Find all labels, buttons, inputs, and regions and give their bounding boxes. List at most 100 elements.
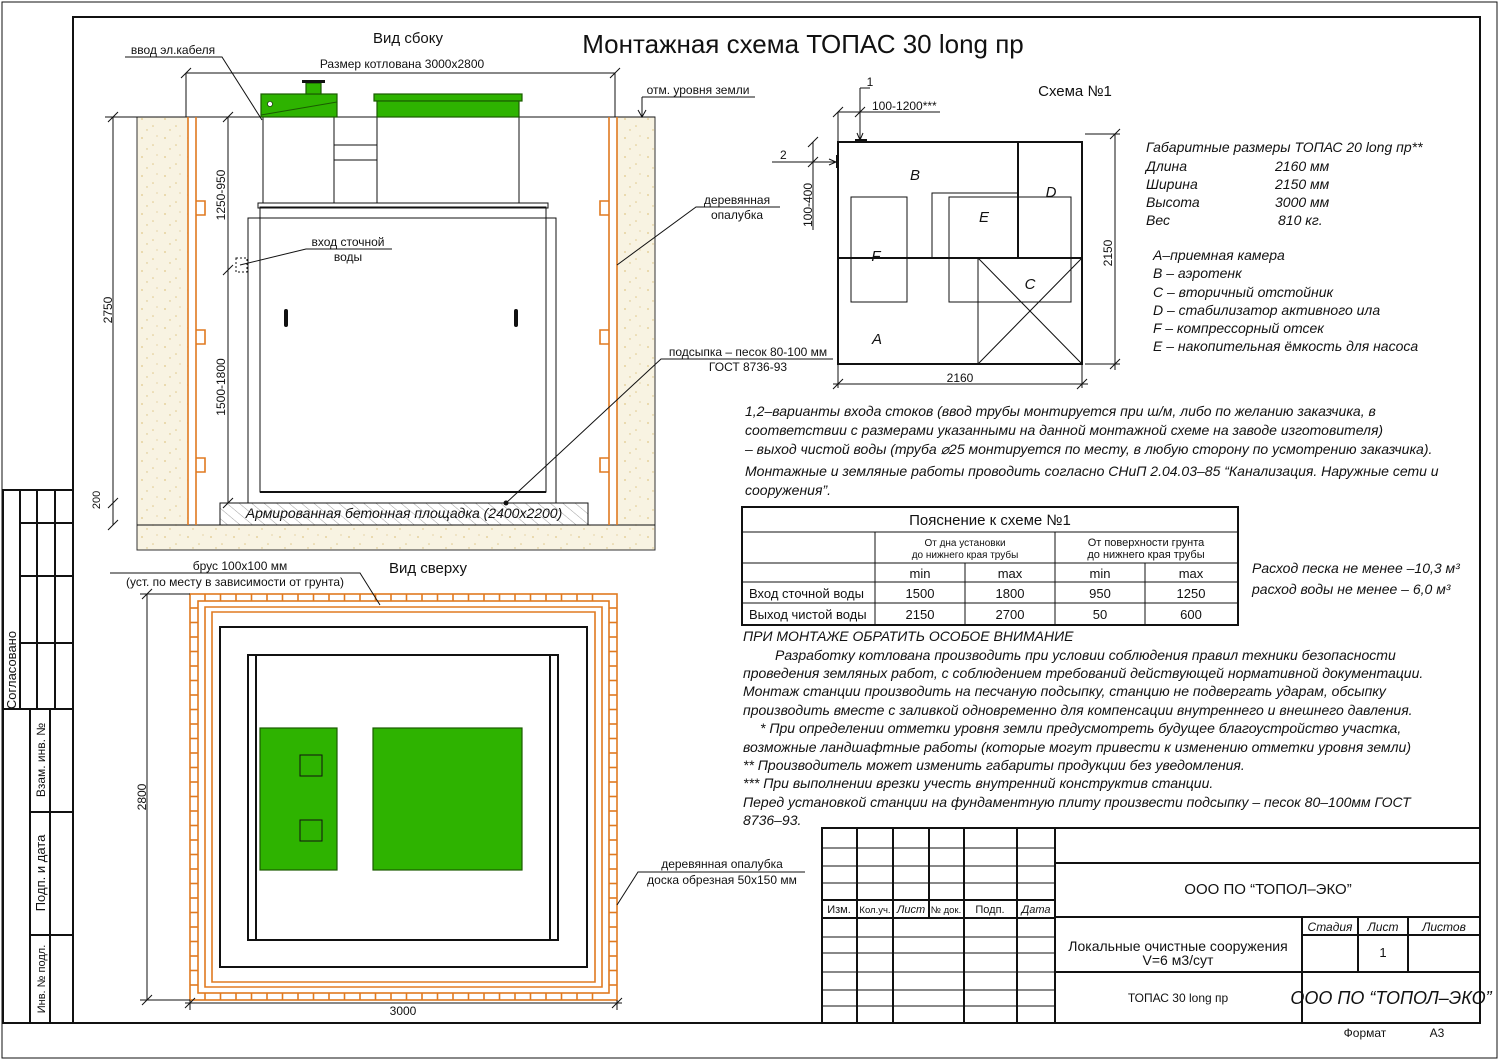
format-label: Формат [1344, 1026, 1387, 1040]
title-block: Изм. Кол.уч. Лист № док. Подп. Дата ООО … [821, 827, 1493, 1040]
table-cell: 1250 [1177, 586, 1206, 601]
legend-item: F – компрессорный отсек [1153, 320, 1325, 336]
replace-inv-label: Взам. инв. № [34, 723, 48, 797]
table-subheader: min [1090, 566, 1111, 581]
spec-label: Вес [1146, 212, 1170, 228]
tank-top-outline [247, 654, 559, 941]
note-line: 1,2–варианты входа стоков (ввод трубы мо… [745, 403, 1376, 419]
table-group-header: От дна установки [924, 538, 1005, 549]
inlet-pipe [235, 257, 248, 273]
spec-label: Ширина [1146, 176, 1198, 192]
zone-f-label: F [871, 248, 881, 265]
legend-item: C – вторичный отстойник [1153, 284, 1334, 300]
sand-label-1: подсыпка – песок 80-100 мм [669, 345, 827, 359]
product-name: ТОПАС 30 long пр [1128, 991, 1229, 1005]
inlet-marker-1: 1 [867, 75, 874, 89]
scheme-title: Схема №1 [1038, 83, 1112, 100]
formwork-label-1: деревянная [704, 193, 770, 207]
table-row-label: Вход сточной воды [749, 586, 864, 601]
table-subheader: max [1179, 566, 1204, 581]
note-line: 8736–93. [743, 812, 801, 828]
col-header: № док. [931, 905, 961, 916]
col-header: Кол.уч. [859, 905, 890, 916]
zone-d-label: D [1046, 184, 1057, 201]
drawing-title: Монтажная схема ТОПАС 30 long пр [582, 29, 1024, 59]
sheet-number: 1 [1379, 945, 1386, 960]
sheets-header: Листов [1421, 920, 1466, 934]
top-formwork-label-2: доска обрезная 50x150 мм [647, 873, 797, 887]
dim-total-height: 2750 [101, 296, 115, 323]
col-header: Подп. [975, 904, 1004, 916]
inlet-label-1: вход сточной [311, 235, 384, 249]
table-group-header: От поверхности грунта [1088, 537, 1205, 549]
note-line: ** Производитель может изменить габариты… [743, 757, 1245, 773]
note-line: *** При выполнении врезки учесть внутрен… [743, 775, 1213, 791]
tank-shell [247, 217, 557, 504]
col-header: Лист [896, 904, 925, 916]
stage-header: Стадия [1308, 920, 1354, 934]
dim-upper-range: 1250-950 [214, 169, 228, 220]
green-lid-left-top [259, 727, 338, 871]
zone-c-label: C [1025, 276, 1036, 293]
dim-side-offset: 100-400 [801, 183, 815, 227]
cable-entry-label: ввод эл.кабеля [131, 43, 215, 57]
green-lid-right-rim [373, 93, 523, 102]
ground-level-label: отм. уровня земли [647, 83, 750, 97]
side-stamp: Согласовано Взам. инв. № Подп. и дата Ин… [2, 489, 74, 1024]
legend-item: D – стабилизатор активного ила [1153, 302, 1380, 318]
zone-e [948, 196, 1072, 303]
sand-consumption: Расход песка не менее –10,3 м³ [1252, 560, 1460, 576]
beam-label-2: (уст. по месту в зависимости от грунта) [126, 575, 344, 589]
formwork-label-2: опалубка [711, 208, 763, 222]
inv-label: Инв. № подл. [36, 945, 48, 1014]
col-header: Изм. [827, 904, 851, 916]
note-line: производить вместе с заливкой одновремен… [743, 702, 1413, 718]
zone-e-label: E [979, 209, 990, 226]
notes-top: 1,2–варианты входа стоков (ввод трубы мо… [744, 403, 1439, 498]
top-view-label: Вид сверху [389, 560, 468, 577]
object-capacity: V=6 м3/сут [1143, 952, 1214, 968]
side-view-label: Вид сбоку [373, 30, 443, 47]
dim-scheme-height: 2150 [1101, 239, 1115, 266]
specs: Габаритные размеры ТОПАС 20 long пр** Дл… [1144, 139, 1423, 354]
vent-pipe [305, 82, 322, 95]
green-lid-right-top [372, 727, 523, 871]
note-line: * При определении отметки уровня земли п… [760, 720, 1401, 736]
table-group-header: до нижнего края трубы [912, 549, 1019, 561]
dim-pad-height: 200 [91, 491, 103, 509]
note-line: – выход чистой воды (труба ⌀25 монтирует… [744, 441, 1432, 457]
concrete-pad-label: Армированная бетонная площадка (2400x220… [245, 505, 563, 521]
note-line: Разработку котлована производить при усл… [775, 647, 1396, 663]
scheme-1: Схема №1 B D E F C A 1 100-1200*** 2 100… [772, 75, 1121, 390]
sign-date-label: Подп. и дата [33, 834, 48, 911]
dim-top-height: 2800 [135, 783, 149, 810]
spec-value: 3000 мм [1275, 194, 1330, 210]
table-cell: 950 [1089, 586, 1111, 601]
zone-b-label: B [910, 167, 920, 184]
brick-ticks [190, 594, 617, 1000]
spec-label: Высота [1146, 194, 1200, 210]
concrete-pad-top [219, 626, 588, 968]
table-title: Пояснение к схеме №1 [909, 512, 1071, 529]
inlet-marker-2: 2 [780, 148, 787, 162]
note-line: Перед установкой станции на фундаментную… [743, 794, 1412, 810]
dim-lower-range: 1500-1800 [214, 358, 228, 416]
note-line: соответствии с размерами указанными на д… [745, 422, 1383, 438]
sheet-header: Лист [1367, 920, 1399, 934]
inlet-label-2: воды [334, 250, 362, 264]
spec-label: Длина [1144, 158, 1187, 174]
table-group-header: до нижнего края трубы [1087, 549, 1204, 561]
legend-item: B – аэротенк [1153, 265, 1243, 281]
top-view: Вид сверху брус 100x100 мм (уст. по мест… [110, 559, 805, 1018]
note-line: Монтажные и земляные работы проводить со… [745, 463, 1439, 479]
table-cell: 1800 [996, 586, 1025, 601]
installation-notes: ПРИ МОНТАЖЕ ОБРАТИТЬ ОСОБОЕ ВНИМАНИЕ Раз… [743, 628, 1423, 828]
water-consumption: расход воды не менее – 6,0 м³ [1251, 581, 1451, 597]
spec-value: 2150 мм [1274, 176, 1330, 192]
table-subheader: max [998, 566, 1023, 581]
specs-heading: Габаритные размеры ТОПАС 20 long пр** [1146, 139, 1423, 155]
side-view: Вид сбоку Армированная бетонная площадка… [91, 30, 833, 551]
handle-icon [284, 309, 288, 327]
note-line: Монтаж станции производить на песчаную п… [743, 683, 1387, 699]
